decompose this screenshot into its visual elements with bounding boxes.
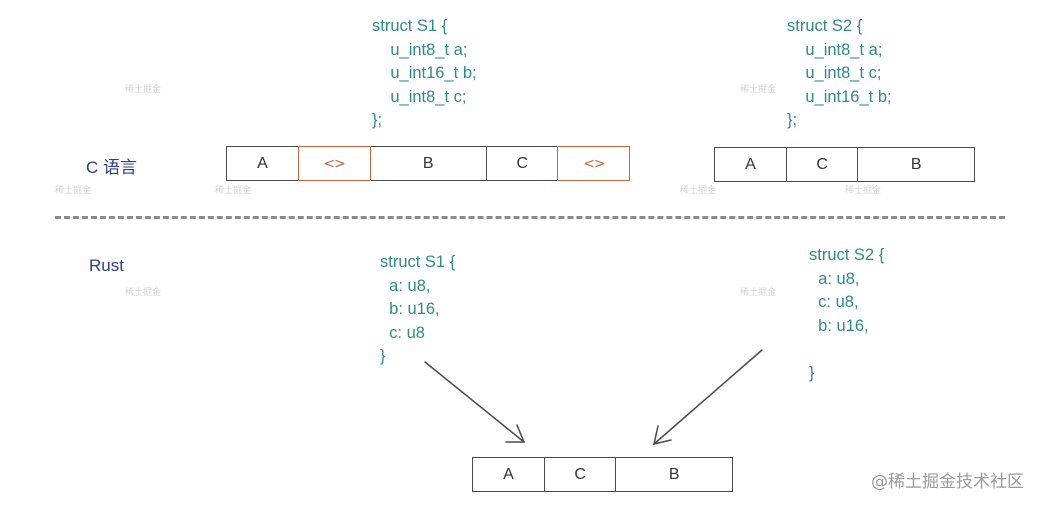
watermark: 稀土掘金 xyxy=(55,186,92,196)
field-cell-a: A xyxy=(714,147,787,182)
arrow-from-rust-s2 xyxy=(653,349,763,445)
field-cell-a: A xyxy=(472,457,545,492)
code-line: c: u8 xyxy=(380,323,425,342)
code-line: struct S2 { xyxy=(787,17,863,35)
code-line: } xyxy=(380,347,386,365)
arrow-head-s1 xyxy=(505,424,526,443)
rust-label: Rust xyxy=(89,256,124,275)
c-s2-code: struct S2 { u_int8_t a; u_int8_t c; u_in… xyxy=(787,15,892,133)
code-line: u_int16_t b; xyxy=(787,87,892,106)
field-cell-b: B xyxy=(369,146,488,181)
code-line: } xyxy=(809,363,815,382)
field-cell-b: B xyxy=(615,457,734,492)
field-cell-c: C xyxy=(785,147,859,182)
site-credit: @稀土掘金技术社区 xyxy=(871,472,1024,492)
code-line: a: u8, xyxy=(380,276,431,295)
padding-marker: <> xyxy=(323,155,345,172)
watermark: 稀土掘金 xyxy=(740,288,777,298)
code-line: b: u16, xyxy=(809,316,869,335)
rust-s2-code: struct S2 { a: u8, c: u8, b: u16, } xyxy=(809,244,884,385)
code-line: u_int16_t b; xyxy=(372,64,477,82)
code-line: u_int8_t a; xyxy=(372,40,468,59)
code-line: u_int8_t c; xyxy=(787,64,882,82)
code-line: u_int8_t a; xyxy=(787,40,883,59)
field-cell-b: B xyxy=(857,147,976,182)
code-line: u_int8_t c; xyxy=(372,87,467,106)
watermark: 稀土掘金 xyxy=(680,186,717,196)
arrow-from-rust-s1 xyxy=(424,361,525,443)
watermark: 稀土掘金 xyxy=(740,85,777,95)
code-line: b: u16, xyxy=(380,300,440,318)
watermark: 稀土掘金 xyxy=(125,85,162,95)
rust-s1-code: struct S1 { a: u8, b: u16, c: u8} xyxy=(380,251,455,369)
c-s1-code: struct S1 { u_int8_t a; u_int16_t b; u_i… xyxy=(372,15,477,133)
code-line: struct S1 { xyxy=(380,253,456,271)
arrow-head-s2 xyxy=(653,425,672,446)
padding-marker: <> xyxy=(583,155,605,172)
c-language-label: C 语言 xyxy=(86,158,137,177)
code-line: struct S1 { xyxy=(372,17,448,35)
section-divider xyxy=(55,216,1005,219)
padding-cell: <> xyxy=(297,146,371,181)
field-cell-a: A xyxy=(226,146,299,181)
watermark: 稀土掘金 xyxy=(125,288,162,298)
code-line: a: u8, xyxy=(809,269,860,288)
code-line: struct S2 { xyxy=(809,246,885,264)
code-line: }; xyxy=(787,111,798,129)
padding-cell: <> xyxy=(557,146,631,181)
watermark: 稀土掘金 xyxy=(215,186,252,196)
code-line: c: u8, xyxy=(809,293,859,311)
code-line: }; xyxy=(372,111,383,129)
watermark: 稀土掘金 xyxy=(845,186,882,196)
field-cell-c: C xyxy=(485,146,559,181)
field-cell-c: C xyxy=(543,457,617,492)
